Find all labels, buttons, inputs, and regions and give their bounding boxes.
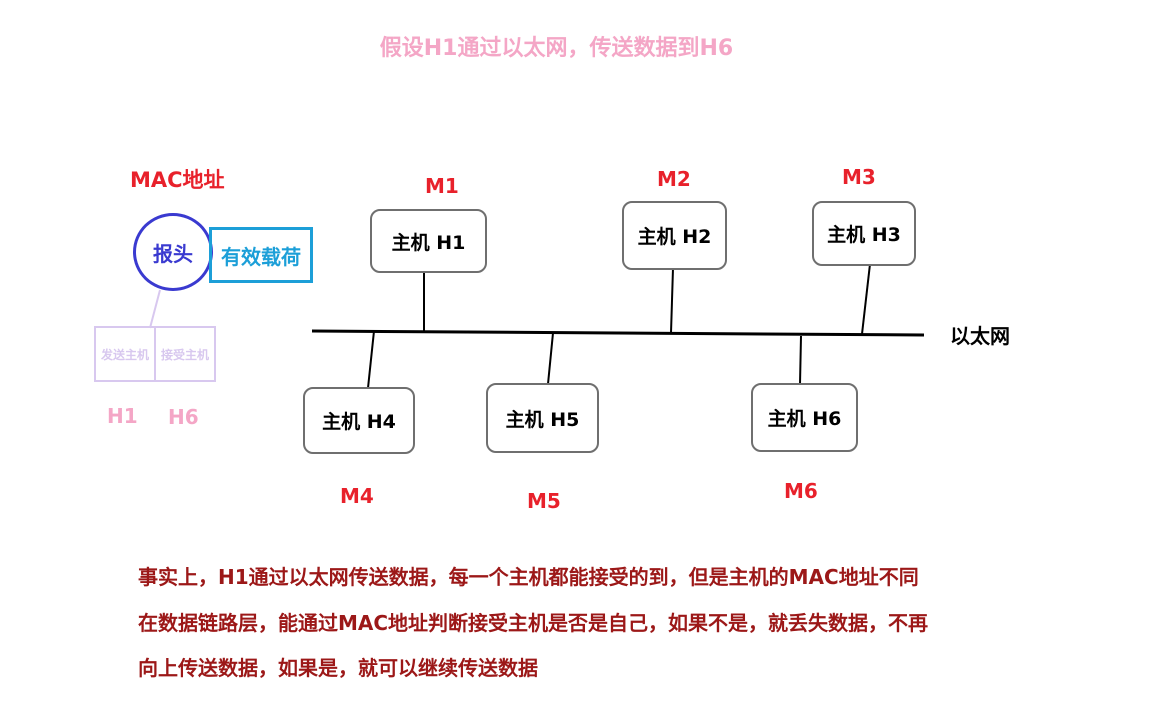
sender-host-value: H1 (107, 404, 138, 428)
host-h5-label: 主机 H5 (505, 408, 580, 431)
frame-payload-label: 有效载荷 (221, 244, 301, 269)
ethernet-bus (311, 329, 925, 337)
host-h1-label: 主机 H1 (391, 231, 466, 254)
sender-address-label: 发送主机 (100, 347, 149, 362)
host-h1: 主机 H1 (370, 209, 487, 273)
mac-label-m1: M1 (425, 174, 459, 198)
h4-link (367, 330, 375, 389)
host-h6: 主机 H6 (751, 383, 858, 452)
diagram-title: 假设H1通过以太网，传送数据到H6 (379, 36, 734, 61)
host-h4-label: 主机 H4 (322, 411, 396, 433)
h3-link (861, 263, 871, 335)
host-h6-label: 主机 H6 (767, 408, 842, 430)
note-line-3: 向上传送数据，如果是，就可以继续传送数据 (138, 656, 538, 680)
mac-label-m3: M3 (842, 165, 876, 189)
host-h2: 主机 H2 (622, 201, 727, 270)
mac-label-m6: M6 (784, 479, 818, 503)
h5-link (547, 332, 554, 385)
mac-label-m2: M2 (657, 167, 691, 191)
mac-label-m5: M5 (527, 489, 561, 513)
mac-address-label: MAC地址 (130, 168, 225, 192)
mac-label-m4: M4 (340, 484, 374, 508)
h6-link (799, 335, 802, 385)
receiver-address-label: 接受主机 (160, 347, 209, 362)
receiver-address-cell: 接受主机 (154, 326, 216, 382)
ethernet-label: 以太网 (950, 324, 1010, 348)
host-h3-label: 主机 H3 (827, 224, 901, 246)
host-h5: 主机 H5 (486, 383, 599, 453)
note-line-2: 在数据链路层，能通过MAC地址判断接受主机是否是自己，如果不是，就丢失数据，不再 (138, 611, 929, 635)
host-h4: 主机 H4 (303, 387, 415, 454)
note-line-1: 事实上，H1通过以太网传送数据，每一个主机都能接受的到，但是主机的MAC地址不同 (138, 565, 919, 589)
header-connector-line (149, 289, 161, 329)
frame-payload: 有效载荷 (209, 227, 313, 283)
host-h3: 主机 H3 (812, 201, 916, 266)
receiver-host-value: H6 (168, 405, 199, 429)
host-h2-label: 主机 H2 (637, 226, 712, 248)
frame-header-label: 报头 (153, 241, 193, 266)
h2-link (670, 267, 674, 334)
